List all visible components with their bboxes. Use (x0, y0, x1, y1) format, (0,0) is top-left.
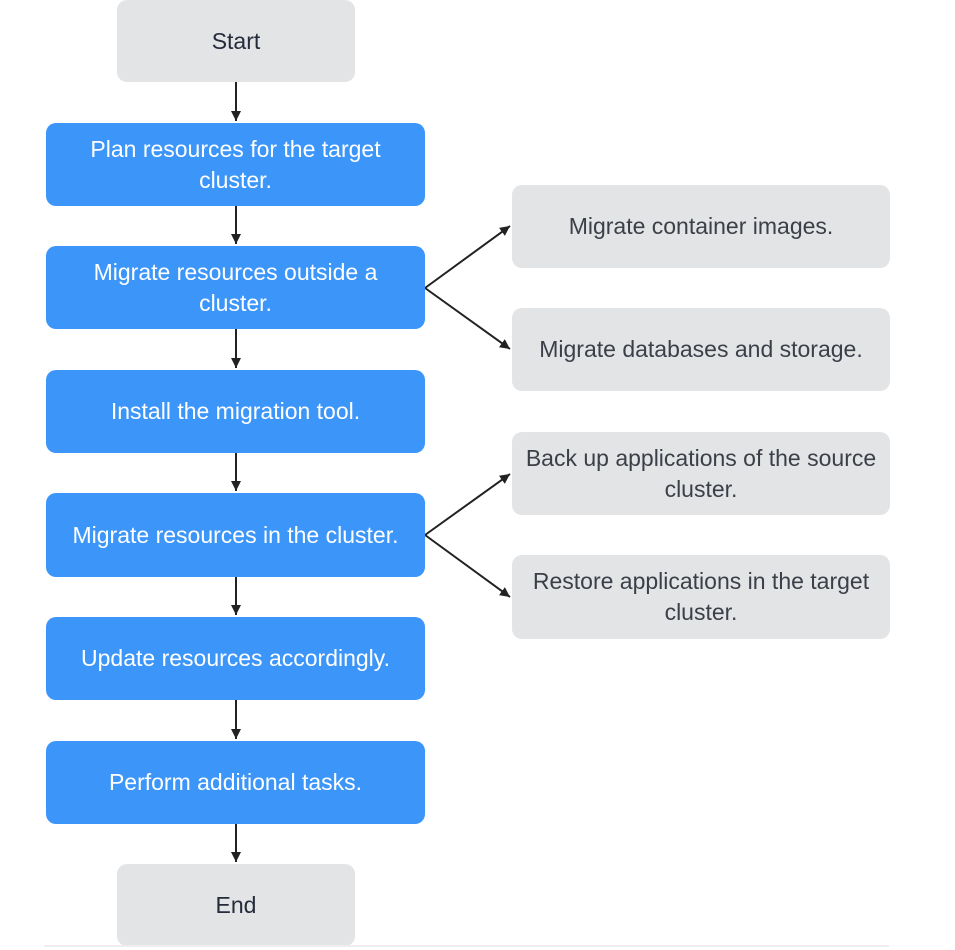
step-migrate-in-cluster-label: Migrate resources in the cluster. (72, 521, 399, 548)
step-migrate-outside-cluster: Migrate resources outside a cluster. (46, 246, 425, 329)
start-node: Start (117, 0, 355, 82)
arrow-to-databases-storage (424, 287, 511, 350)
step-plan-resources: Plan resources for the target cluster. (46, 123, 425, 206)
substep-migrate-container-images-label: Migrate container images. (568, 213, 834, 239)
start-label: Start (211, 27, 261, 54)
substep-backup-applications-label: Back up applications of the source clust… (525, 444, 877, 502)
end-label: End (215, 891, 257, 918)
arrow-to-restore-apps (424, 534, 511, 598)
arrow-to-container-images (424, 225, 511, 289)
step-update-resources-label: Update resources accordingly. (81, 645, 390, 671)
step-update-resources: Update resources accordingly. (46, 617, 425, 700)
substep-migrate-container-images: Migrate container images. (512, 185, 890, 268)
step-perform-additional-tasks-label: Perform additional tasks. (108, 769, 363, 795)
end-node: End (117, 864, 355, 946)
step-install-migration-tool-label: Install the migration tool. (110, 398, 361, 424)
substep-backup-applications: Back up applications of the source clust… (512, 432, 890, 515)
step-plan-resources-label: Plan resources for the target cluster. (90, 135, 381, 193)
substep-restore-applications: Restore applications in the target clust… (512, 555, 890, 639)
arrow-to-backup-apps (424, 473, 511, 536)
bottom-divider (44, 945, 889, 947)
substep-migrate-databases-storage: Migrate databases and storage. (512, 308, 890, 391)
step-migrate-in-cluster: Migrate resources in the cluster. (46, 493, 425, 577)
step-perform-additional-tasks: Perform additional tasks. (46, 741, 425, 824)
substep-migrate-databases-storage-label: Migrate databases and storage. (539, 336, 863, 362)
step-migrate-outside-cluster-label: Migrate resources outside a cluster. (93, 258, 378, 316)
substep-restore-applications-label: Restore applications in the target clust… (532, 568, 870, 625)
step-install-migration-tool: Install the migration tool. (46, 370, 425, 453)
